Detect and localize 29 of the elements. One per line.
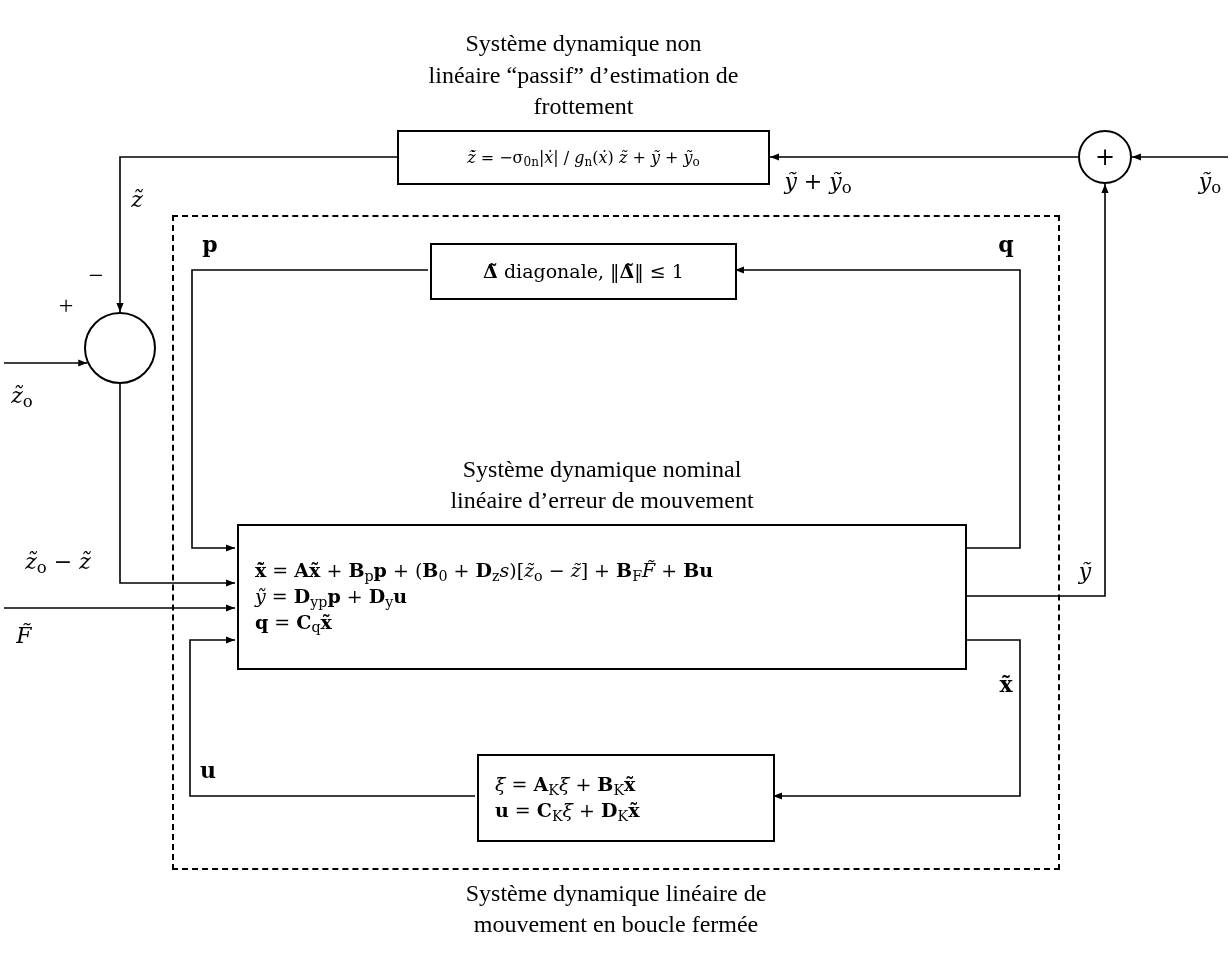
edge-label: ỹ + ỹ$_{o}$	[782, 169, 854, 194]
block-heading: Système dynamique nominal linéaire d’erreur de mouvement	[449, 454, 755, 515]
sign-label: +	[58, 291, 74, 320]
connector-arrow	[772, 639, 1021, 800]
connector-arrow	[1131, 153, 1229, 161]
connector-arrow	[189, 636, 476, 797]
connector-arrow	[191, 269, 429, 552]
connector-arrow	[964, 183, 1109, 597]
edge-label: z̃$_{o}$ − z̃	[23, 549, 93, 574]
connector-arrow	[3, 359, 89, 367]
equation-text: Δ̃ diagonale, ‖Δ̃‖ ≤ 1	[483, 259, 684, 284]
connector-arrow	[116, 156, 398, 313]
equation-text: ỹ = D$_{yp}$p + D$_{y}$u	[255, 585, 409, 609]
sign-label: −	[88, 261, 104, 290]
connector-arrow	[119, 383, 236, 587]
block-heading: Système dynamique non linéaire “passif” d’estimation de frottement	[428, 29, 739, 121]
equation-text: ξ̇ = A$_{K}$ξ + B$_{K}$x̃	[495, 773, 637, 797]
edge-label: ỹ	[1076, 559, 1094, 584]
connector-arrow	[769, 153, 1079, 161]
equation-text: u = C$_{K}$ξ + D$_{K}$x̃	[495, 799, 641, 823]
edge-label: ỹ$_{o}$	[1196, 169, 1224, 194]
equation-text: x̃̇ = Ax̃ + B$_{p}$p + (B$_{0}$ + D$_{z}$s)[z̃$_{o}$ − z̃] + B$_{F}$F̃ + Bu	[255, 559, 715, 584]
equation-text: z̃̇ = −σ$_{0n}$|ẋ| / g$_{n}$(ẋ) z̃ + ỹ + ỹ$_{o}$	[467, 147, 700, 168]
edge-label: z̃$_{o}$	[9, 383, 35, 408]
block-heading: Système dynamique linéaire de mouvement en boucle fermée	[464, 879, 768, 940]
connector-arrow	[3, 604, 236, 612]
equation-text: q = C$_{q}$x̃	[255, 610, 333, 635]
sign-label: +	[1094, 142, 1116, 172]
connector-arrow	[734, 266, 1021, 549]
